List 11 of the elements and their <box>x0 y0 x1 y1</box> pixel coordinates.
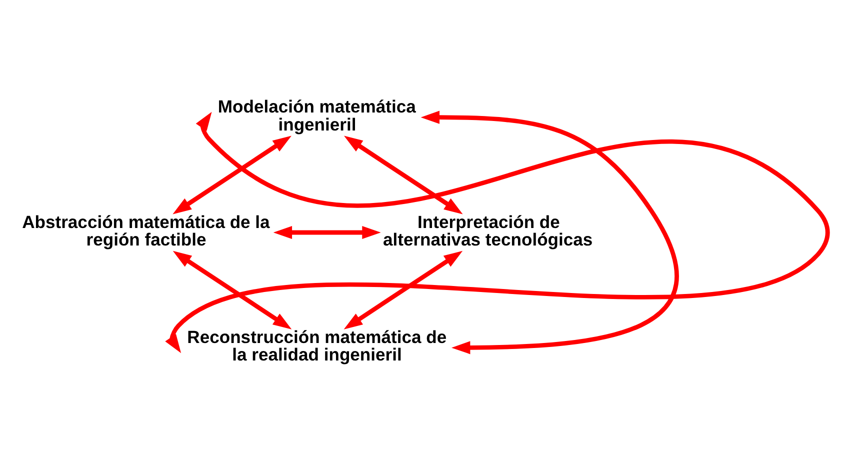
arrow <box>172 250 292 329</box>
arrow <box>165 111 830 353</box>
arrow <box>344 250 463 329</box>
node-text: Reconstrucción matemática de la realidad ingenieril <box>187 326 447 364</box>
arrow <box>273 225 381 239</box>
arrow <box>172 135 292 214</box>
node-text: Modelación matemática ingenieril <box>218 96 416 134</box>
arrow <box>420 110 678 354</box>
node-text: Abstracción matemática de la región factible <box>22 211 270 249</box>
arrow <box>344 135 463 214</box>
node-text: Interpretación de alternativas tecnológicas <box>382 211 593 249</box>
